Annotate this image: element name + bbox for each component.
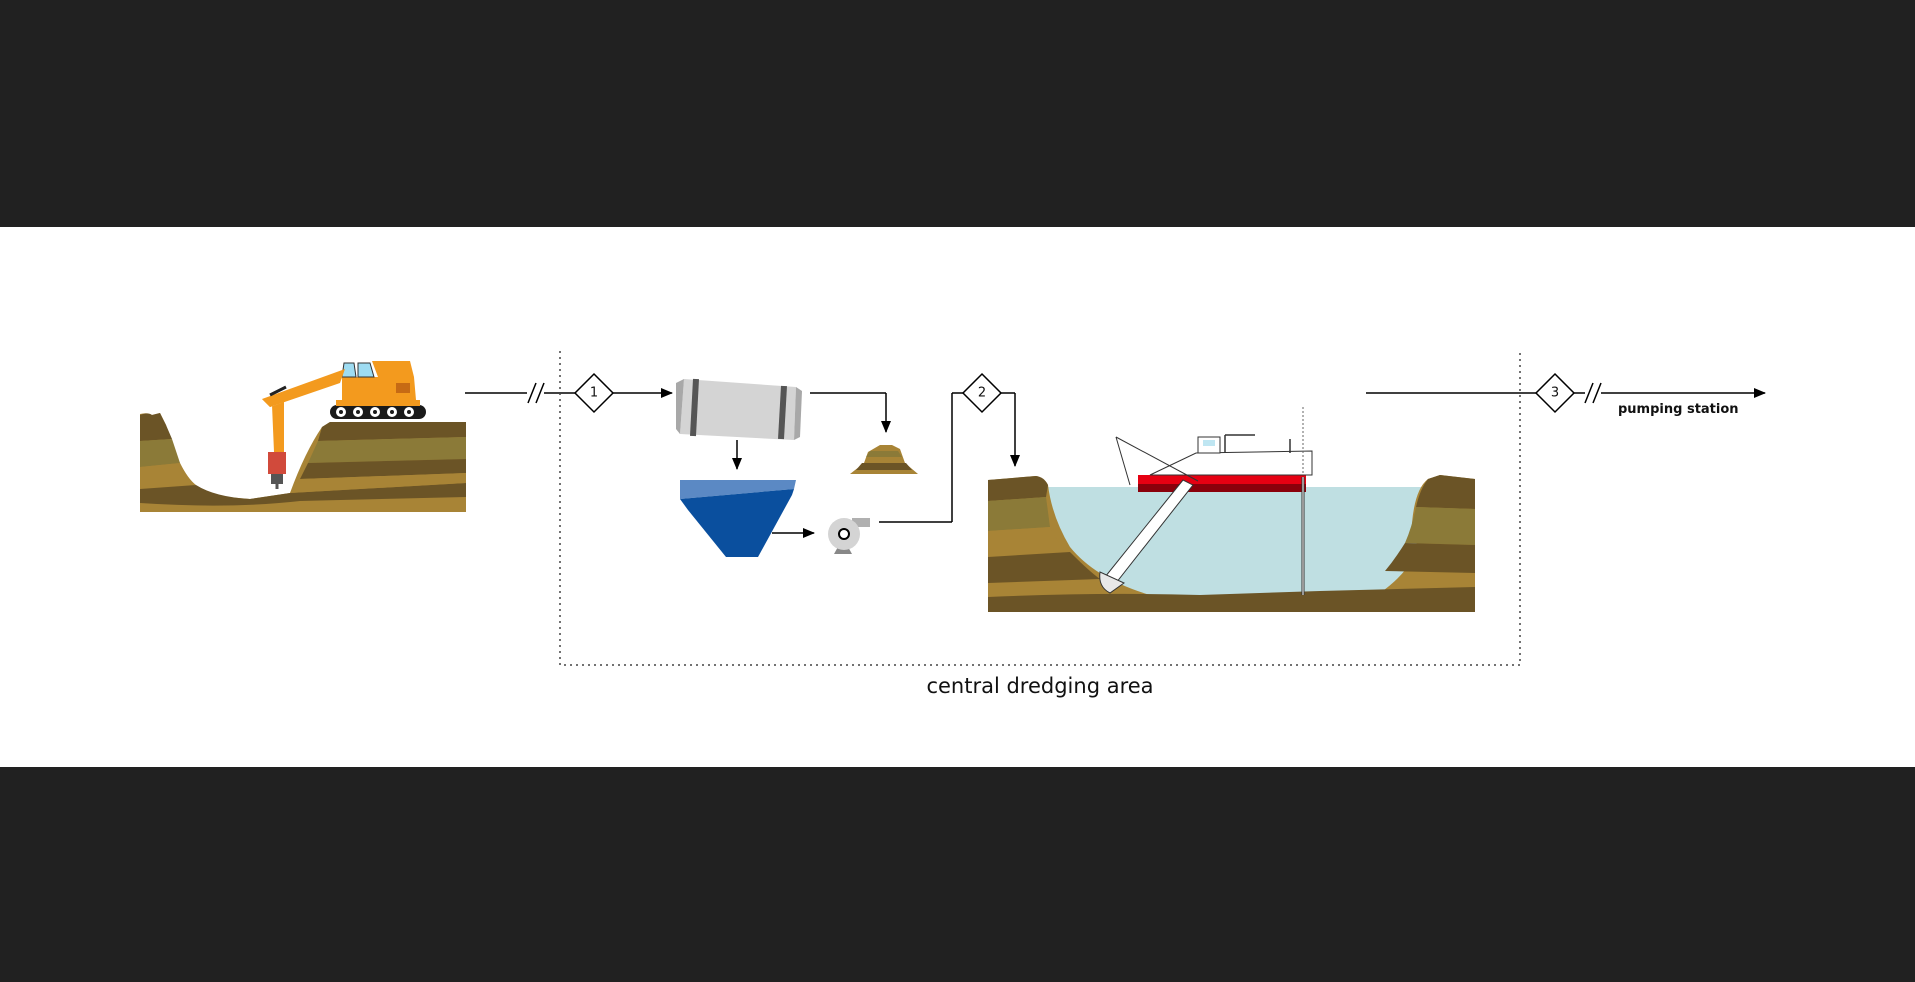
step-marker-2: 2: [961, 372, 1003, 414]
step-number-3: 3: [1551, 386, 1559, 401]
step-marker-1: 1: [573, 372, 615, 414]
cutter-suction-dredger-icon: [1099, 407, 1313, 595]
excavation-site: [140, 361, 466, 512]
flow-step2-to-pond: [1001, 392, 1020, 467]
central-dredging-area-boundary: [559, 351, 1521, 666]
flow-step3-to-pumping-station: [1574, 382, 1766, 404]
pump-icon: [828, 518, 870, 554]
central-dredging-area-label: central dredging area: [926, 674, 1154, 698]
step-number-2: 2: [978, 386, 986, 401]
hopper-icon: [680, 480, 796, 557]
diagram-canvas: 1 2: [0, 227, 1915, 767]
rotary-drum-screen-icon: [676, 378, 802, 440]
step-marker-3: 3: [1534, 372, 1576, 414]
dredging-pond: [988, 475, 1475, 612]
excavator-icon: [262, 361, 426, 489]
soil-pile-icon: [850, 445, 918, 474]
excavation-pit-soil: [140, 413, 466, 512]
pumping-station-label: pumping station: [1618, 402, 1739, 417]
step-number-1: 1: [590, 386, 598, 401]
process-flow-diagram: 1 2: [140, 351, 1766, 666]
